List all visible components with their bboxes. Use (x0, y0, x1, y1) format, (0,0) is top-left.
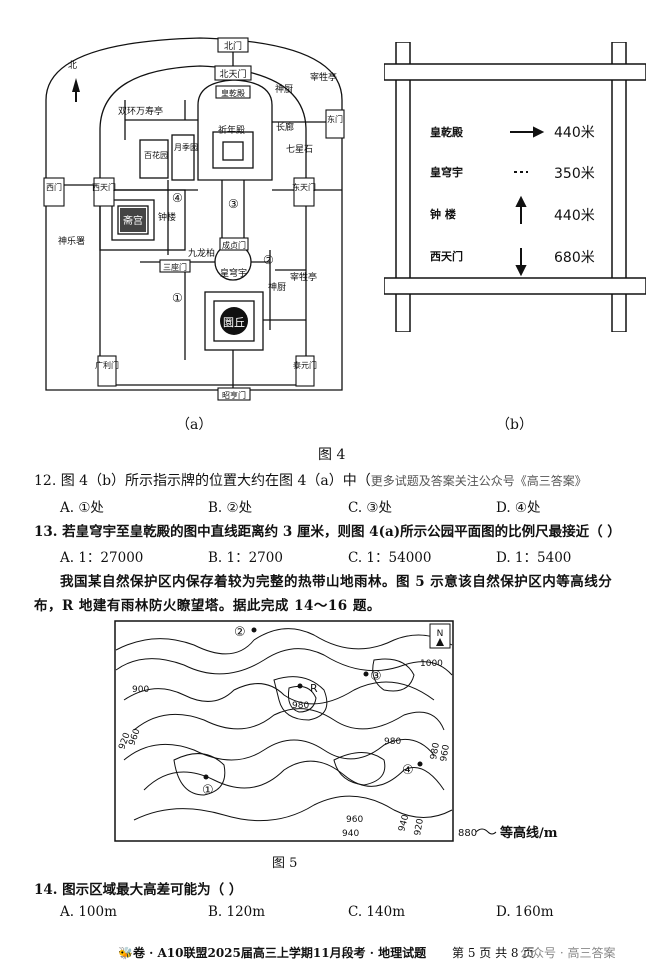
contour-label-940a: 940 (342, 829, 359, 839)
q14-option-d[interactable]: D. 160m (496, 904, 554, 920)
footer-watermark: 公众号 · 高三答案 (520, 946, 616, 960)
marker-2: ② (263, 253, 274, 267)
q13-option-c[interactable]: C. 1：54000 (348, 550, 432, 566)
shenyue-label: 神乐署 (58, 235, 85, 247)
contour-label-960c: 960 (439, 744, 452, 763)
north-arrow-label: 北 (68, 60, 77, 71)
figure5-legend-label: 等高线/m (500, 826, 558, 841)
footer-brand: 🐝卷 · A10联盟2025届高三上学期11月段考 · 地理试题 (118, 946, 427, 960)
figure4b-signpost: 皇乾殿 皇穹宇 钟 楼 西天门 440米 350米 440米 680米 (384, 42, 646, 332)
figure5-legend-line: 880 (458, 828, 497, 839)
passage-line1: 我国某自然保护区内保存着较为完整的热带山地雨林。图 5 示意该自然保护区内等高线… (60, 574, 613, 590)
contour-label-940b: 940 (397, 813, 411, 832)
figure5-point-r: R (310, 682, 318, 695)
gate-sanzuo: 三座门 (163, 262, 187, 272)
q12-option-c[interactable]: C. ③处 (348, 500, 393, 516)
contour-label-980a: 980 (292, 701, 309, 711)
sign-row2-dist: 350米 (554, 166, 595, 182)
baihua-label: 百花园 (144, 150, 168, 160)
gate-east: 东门 (327, 114, 343, 124)
zhaigong-label: 斋宫 (123, 214, 143, 227)
q14-option-c[interactable]: C. 140m (348, 904, 405, 920)
figure4a-map: 圜丘 斋宫 北门 北天门 皇乾殿 西门 西天门 东天门 东门 广利门 泰元门 昭… (43, 37, 345, 401)
marker-4: ④ (172, 191, 183, 205)
inner-wall (99, 65, 307, 386)
sign-row1-name: 皇乾殿 (430, 125, 464, 139)
q12-option-a[interactable]: A. ①处 (60, 500, 104, 516)
figure4a-caption: （a） (176, 417, 213, 433)
marker-1: ① (172, 291, 183, 305)
shenchu-bottom-label: 神厨 (268, 281, 286, 293)
figure5-marker-2: ② (234, 625, 246, 640)
footer-page: 第 5 页 共 8 页 (452, 946, 535, 960)
q12-option-b[interactable]: B. ②处 (208, 500, 253, 516)
changlang-label: 长廊 (276, 121, 294, 133)
contour-label-960b: 960 (346, 815, 363, 825)
passage-line2: 布，R 地建有雨林防火瞭望塔。据此完成 14～16 题。 (34, 598, 381, 614)
sign-row3-name: 钟 楼 (430, 207, 456, 221)
contour-label-920b: 920 (413, 818, 426, 837)
sign-row1-dist: 440米 (554, 125, 595, 141)
sign-row2-name: 皇穹宇 (430, 165, 463, 179)
q12-stem-text: 12. 图 4（b）所示指示牌的位置大约在图 4（a）中（ (34, 473, 371, 489)
qiniandian-label: 祈年殿 (218, 124, 245, 136)
q13-option-a[interactable]: A. 1：27000 (60, 550, 144, 566)
contour-label-980c: 980 (429, 742, 442, 761)
qixingshi-label: 七星石 (286, 144, 313, 155)
figure5-contour-map: N R ① ② ③ ④ 1000 900 980 920 960 980 960… (114, 620, 454, 842)
gate-north: 北门 (224, 40, 242, 52)
figure5-marker-1: ① (202, 783, 214, 798)
q14-option-a[interactable]: A. 100m (60, 904, 117, 920)
zhonglou-label: 钟楼 (158, 211, 176, 223)
gate-north-tianmen: 北天门 (219, 68, 246, 80)
q14-option-b[interactable]: B. 120m (208, 904, 266, 920)
q12-stem: 12. 图 4（b）所示指示牌的位置大约在图 4（a）中（更多试题及答案关注公众… (34, 470, 587, 490)
huangqiongyu-label: 皇穹宇 (220, 267, 247, 279)
contour-label-900: 900 (132, 685, 149, 695)
figure5-title: 图 5 (272, 856, 298, 871)
marker-3: ③ (228, 197, 239, 211)
sign-row3-dist: 440米 (554, 208, 595, 224)
shuanghuan-label: 双环万寿亭 (118, 105, 163, 117)
q13-stem: 13. 若皇穹宇至皇乾殿的图中直线距离约 3 厘米，则图 4(a)所示公园平面图… (34, 524, 621, 540)
contour-label-980b: 980 (384, 737, 401, 747)
q13-option-b[interactable]: B. 1：2700 (208, 550, 283, 566)
q14-stem: 14. 图示区域最大高差可能为（ ） (34, 882, 243, 898)
gate-east-tianmen: 东天门 (292, 182, 316, 192)
figure5-north-label: N (437, 629, 444, 639)
q12-option-d[interactable]: D. ④处 (496, 500, 541, 516)
sign-row4-dist: 680米 (554, 250, 595, 266)
gate-west-tianmen: 西天门 (92, 182, 116, 192)
yueji-label: 月季园 (174, 142, 198, 152)
q13-option-d[interactable]: D. 1：5400 (496, 550, 572, 566)
gate-chengzhen: 成贞门 (222, 240, 246, 250)
shenchu-top-label: 神厨 (275, 83, 293, 95)
huangqiandian-label: 皇乾殿 (221, 88, 245, 98)
gate-guangli: 广利门 (95, 360, 119, 370)
q12-watermark: 更多试题及答案关注公众号《高三答案》 (370, 474, 587, 488)
contour-label-1000: 1000 (420, 659, 443, 669)
zaisheng-top-label: 宰牲亭 (310, 71, 337, 83)
outer-wall (45, 37, 343, 391)
figure4-title: 图 4 (318, 447, 346, 463)
figure5-marker-4: ④ (402, 763, 414, 778)
figure4b-caption: （b） (496, 417, 533, 433)
figure5-marker-3: ③ (370, 669, 382, 684)
zaisheng-bottom-label: 宰牲亭 (290, 271, 317, 283)
sign-row4-name: 西天门 (430, 249, 463, 263)
gate-west: 西门 (46, 182, 62, 192)
yuanqiu-label: 圜丘 (223, 316, 245, 329)
gate-zhaoheng: 昭亨门 (222, 390, 246, 400)
north-arrow-icon (72, 78, 80, 92)
gate-taiyuan: 泰元门 (293, 360, 317, 370)
figure5-north-icon (436, 638, 444, 646)
jiulongbai-label: 九龙柏 (188, 247, 215, 259)
figure5-legend-value: 880 (458, 828, 477, 839)
